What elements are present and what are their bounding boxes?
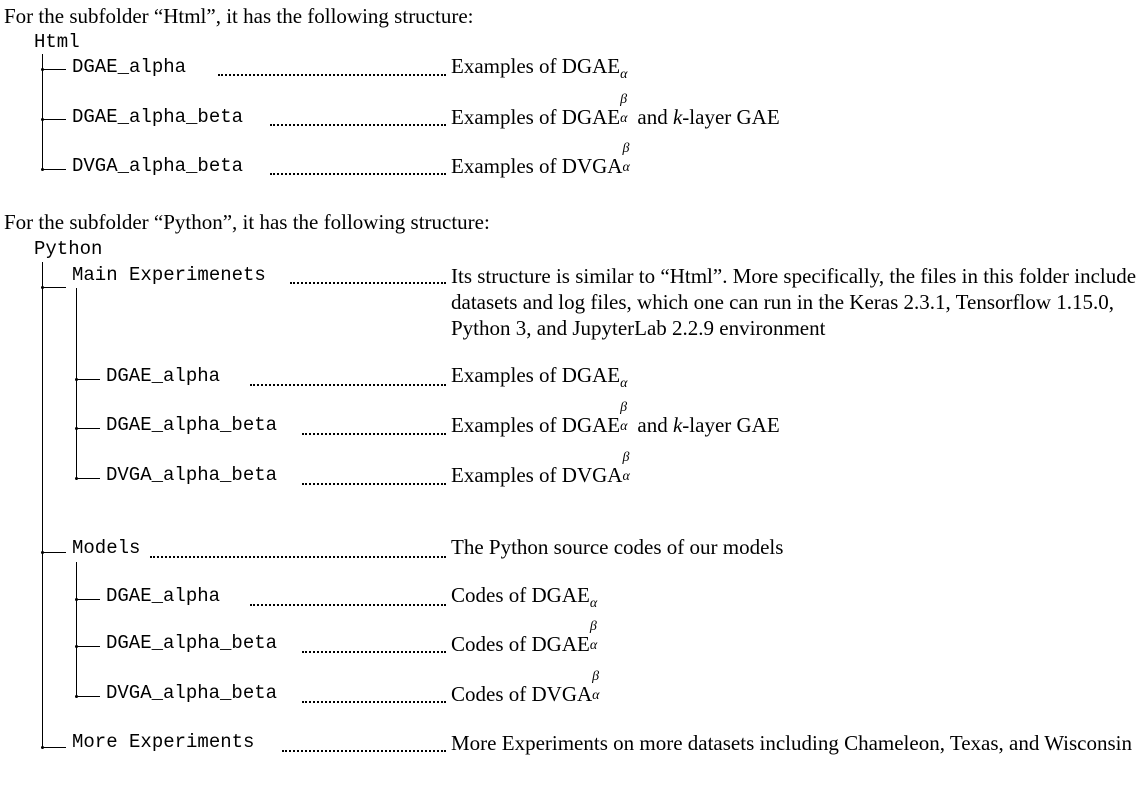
dot-leader [302, 483, 446, 485]
tree-branch [76, 379, 100, 380]
dot-leader [270, 124, 446, 126]
html-root-folder: Html [34, 31, 80, 53]
folder-name: DGAE_alpha_beta [106, 632, 278, 654]
folder-description: The Python source codes of our models [451, 535, 784, 559]
tree-branch [76, 428, 100, 429]
folder-name: DVGA_alpha_beta [72, 155, 244, 177]
folder-name: DGAE_alpha_beta [106, 414, 278, 436]
folder-name: Main Experimenets [72, 264, 266, 286]
tree-branch [42, 552, 66, 553]
models-subtree-trunk [76, 562, 77, 696]
folder-description: Examples of DGAEα [451, 363, 628, 392]
html-tree-trunk [42, 54, 43, 170]
folder-name: DGAE_alpha [106, 365, 221, 387]
folder-description: Codes of DGAEα [451, 583, 598, 612]
python-tree-trunk [42, 262, 43, 748]
dot-leader [218, 74, 446, 76]
folder-name: Models [72, 537, 141, 559]
dot-leader [250, 384, 446, 386]
folder-name: DVGA_alpha_beta [106, 682, 278, 704]
tree-branch [42, 119, 66, 120]
tree-branch [42, 169, 66, 170]
dot-leader [302, 433, 446, 435]
dot-leader [282, 750, 446, 752]
tree-branch [76, 646, 100, 647]
folder-name: DGAE_alpha [72, 56, 187, 78]
dot-leader [302, 651, 446, 653]
tree-branch [42, 747, 66, 748]
folder-name: DGAE_alpha_beta [72, 106, 244, 128]
dot-leader [270, 173, 446, 175]
dot-leader [290, 282, 446, 284]
tree-branch [42, 69, 66, 70]
folder-name: DGAE_alpha [106, 585, 221, 607]
python-root-folder: Python [34, 238, 103, 260]
folder-description: More Experiments on more datasets includ… [451, 731, 1133, 755]
tree-branch [76, 696, 100, 697]
python-intro: For the subfolder “Python”, it has the f… [4, 210, 490, 234]
folder-description: Examples of DGAEα [451, 54, 628, 83]
folder-name: DVGA_alpha_beta [106, 464, 278, 486]
dot-leader [302, 701, 446, 703]
folder-description: Its structure is similar to “Html”. More… [451, 264, 1137, 340]
main-subtree-trunk [76, 288, 77, 480]
tree-branch [42, 287, 66, 288]
dot-leader [250, 604, 446, 606]
folder-name: More Experiments [72, 731, 255, 753]
dot-leader [150, 556, 446, 558]
tree-branch [76, 599, 100, 600]
html-intro: For the subfolder “Html”, it has the fol… [4, 4, 474, 28]
tree-branch [76, 478, 100, 479]
